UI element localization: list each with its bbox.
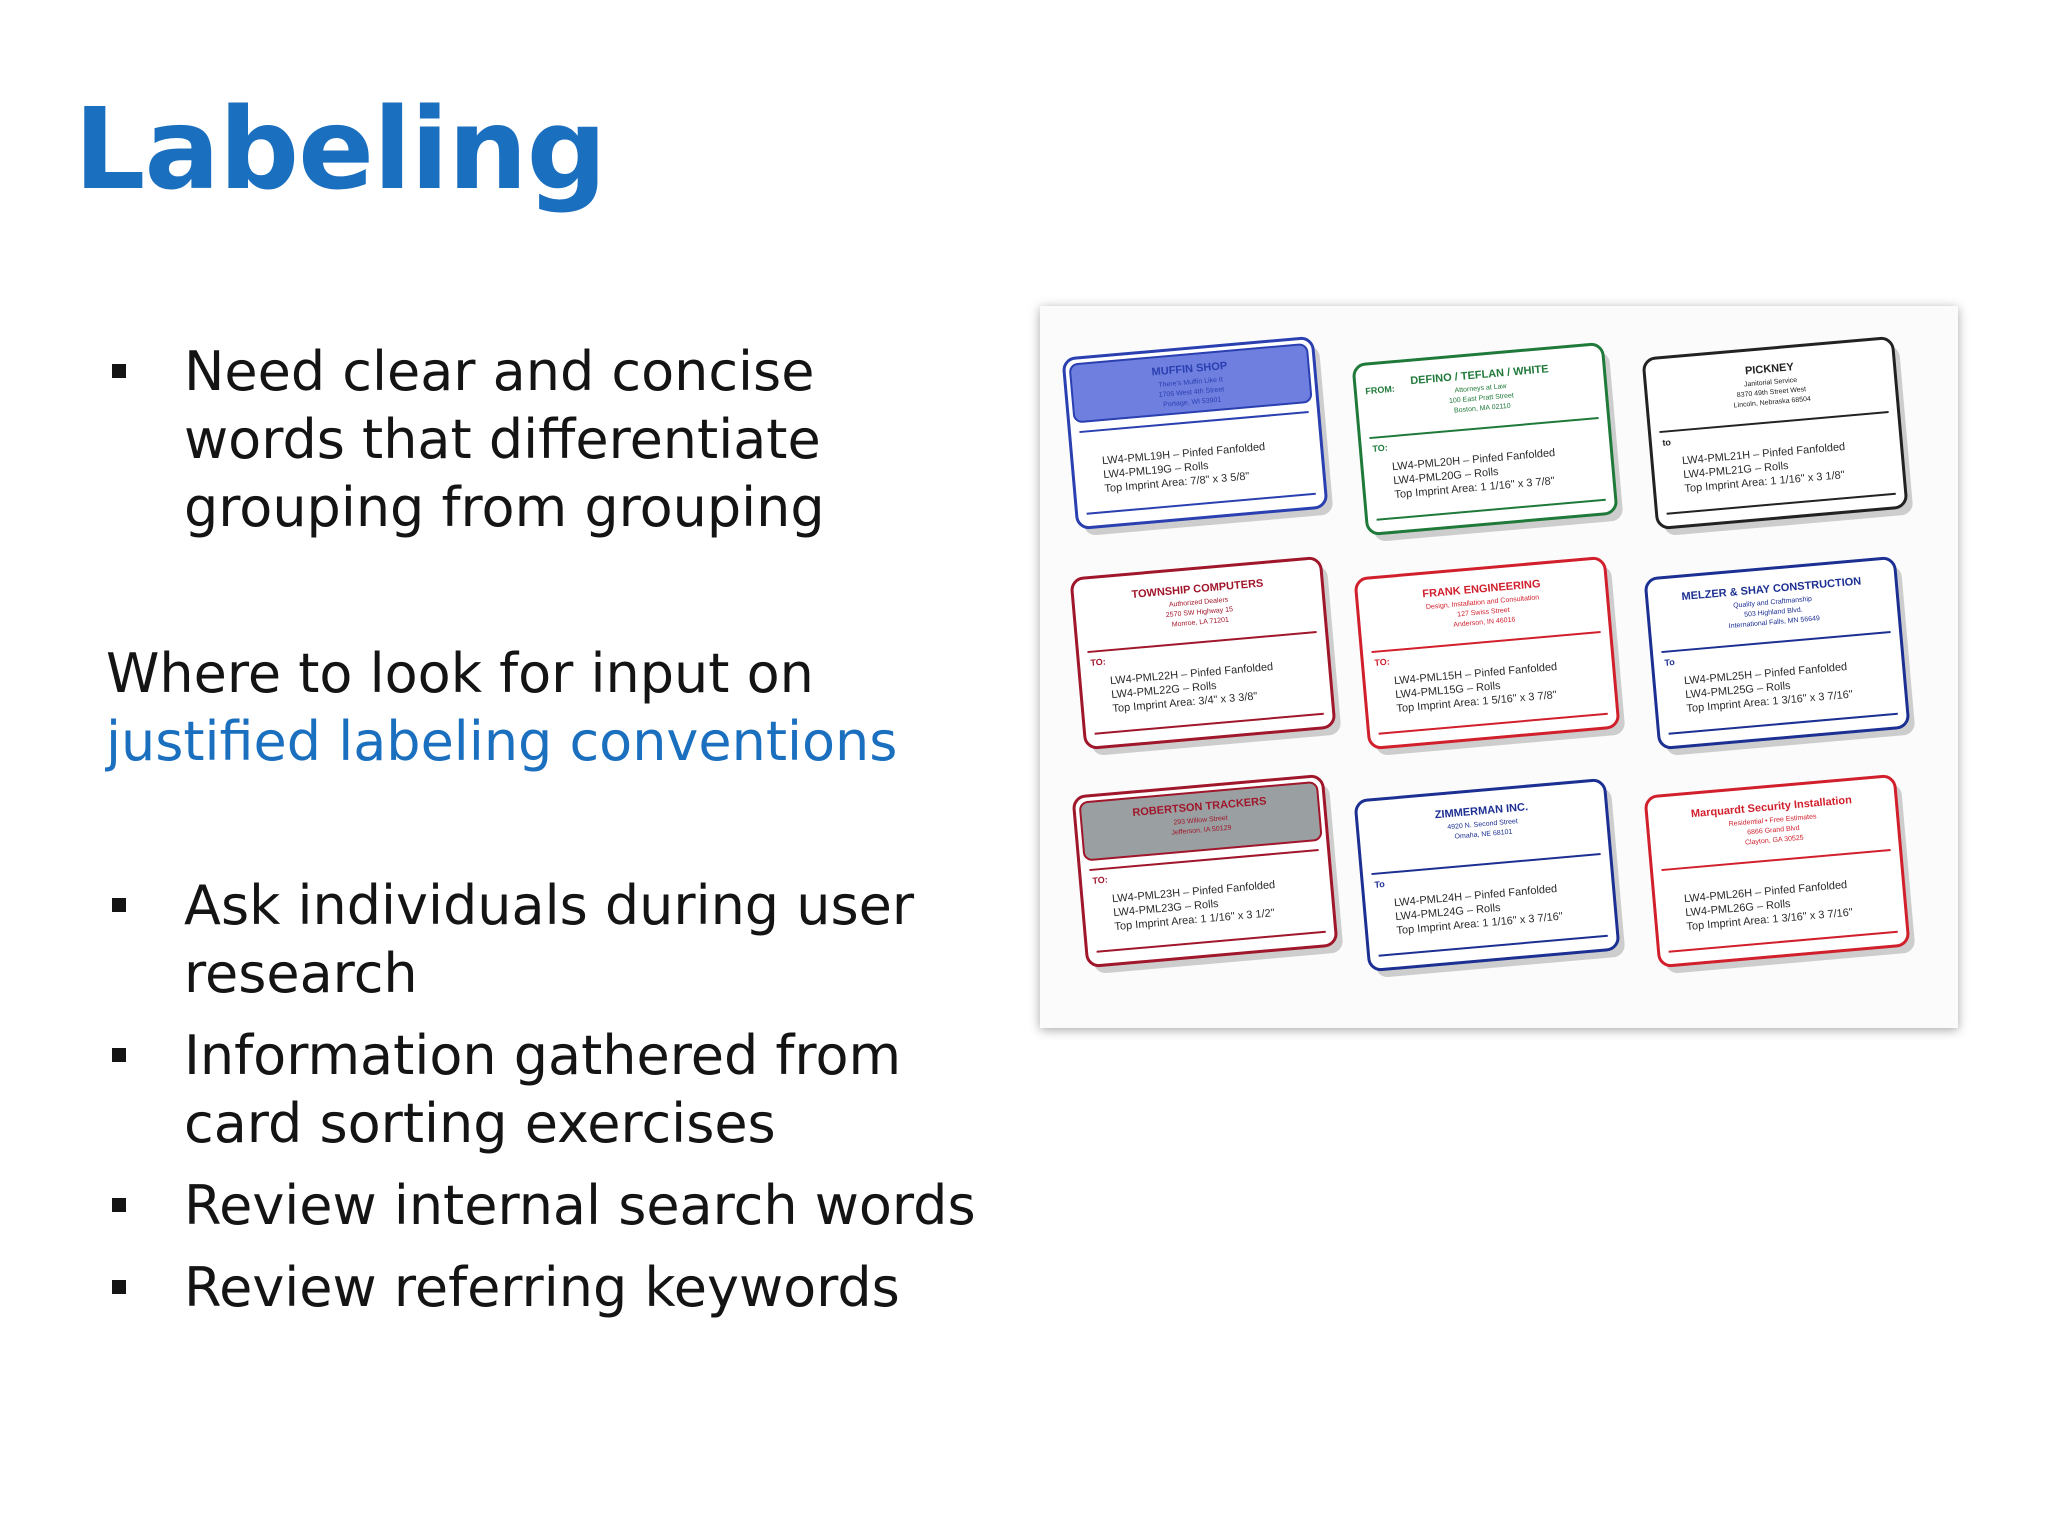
label-divider: [1089, 849, 1319, 872]
label-bottom-line: [1096, 930, 1326, 953]
label-card: [1354, 556, 1620, 750]
label-bottom-line: [1378, 712, 1608, 735]
label-company-name: PICKNEY: [1745, 361, 1795, 377]
label-card: [1642, 336, 1908, 530]
label-address-line: Boston, MA 02110: [1454, 403, 1511, 415]
bullet-text: Information gathered from card sorting e…: [184, 1024, 902, 1155]
label-bottom-line: [1668, 712, 1898, 735]
label-divider: [1661, 631, 1891, 654]
label-address-line: 6866 Grand Blvd: [1747, 825, 1800, 837]
bullet-square-icon: [112, 364, 126, 378]
bullet-list-bottom: Ask individuals during user research Inf…: [108, 872, 988, 1336]
label-to-tag: To: [1664, 657, 1676, 668]
label-to-tag: TO:: [1090, 657, 1106, 668]
label-header-band: [1069, 343, 1313, 423]
label-header-band: [1079, 781, 1323, 861]
mailing-label: ZIMMERMAN INC.4920 N. Second StreetOmaha…: [1354, 778, 1625, 978]
label-from-tag: FROM:: [1365, 384, 1395, 397]
label-address-line: Janitorial Service: [1744, 377, 1798, 389]
paragraph-text: Where to look for input on: [106, 642, 814, 705]
bullet-item: Need clear and concise words that differ…: [108, 338, 988, 542]
label-bottom-line: [1086, 492, 1316, 515]
label-card: [1352, 342, 1618, 536]
label-divider: [1661, 849, 1891, 872]
paragraph-highlight: justified labeling conventions: [106, 710, 898, 773]
label-card: [1354, 778, 1620, 972]
label-divider: [1369, 417, 1599, 440]
slide-title: Labeling: [74, 85, 607, 215]
bullet-text: Review internal search words: [184, 1174, 976, 1237]
label-bottom-line: [1668, 930, 1898, 953]
bullet-item: Information gathered from card sorting e…: [108, 1022, 988, 1158]
paragraph: Where to look for input on justified lab…: [106, 640, 1006, 776]
label-card: [1070, 556, 1336, 750]
label-bottom-line: [1376, 498, 1606, 521]
label-bottom-line: [1094, 712, 1324, 735]
label-bottom-line: [1378, 934, 1608, 957]
label-card: [1644, 774, 1910, 968]
bullet-item: Ask individuals during user research: [108, 872, 988, 1008]
label-address-line: 293 Willow Street: [1173, 815, 1228, 827]
mailing-label: Marquardt Security InstallationResidenti…: [1644, 774, 1915, 974]
bullet-square-icon: [112, 1198, 126, 1212]
label-to-tag: TO:: [1374, 657, 1390, 668]
label-address-line: Attorneys at Law: [1454, 383, 1507, 395]
bullet-item: Review internal search words: [108, 1172, 988, 1240]
label-card: [1644, 556, 1910, 750]
label-divider: [1087, 631, 1317, 654]
bullet-text: Need clear and concise words that differ…: [184, 340, 825, 539]
bullet-square-icon: [112, 1048, 126, 1062]
label-divider: [1371, 853, 1601, 876]
label-to-tag: TO:: [1372, 443, 1388, 454]
label-bottom-line: [1666, 492, 1896, 515]
label-divider: [1371, 631, 1601, 654]
bullet-text: Review referring keywords: [184, 1256, 900, 1319]
bullet-list-top: Need clear and concise words that differ…: [108, 338, 988, 542]
label-to-tag: TO:: [1092, 875, 1108, 886]
bullet-square-icon: [112, 1280, 126, 1294]
label-address-line: Monroe, LA 71201: [1172, 617, 1230, 629]
label-divider: [1079, 411, 1309, 434]
label-to-tag: To: [1374, 879, 1386, 890]
label-divider: [1659, 411, 1889, 434]
label-address-line: 127 Swiss Street: [1457, 607, 1510, 619]
bullet-square-icon: [112, 898, 126, 912]
label-to-tag: to: [1662, 437, 1672, 448]
bullet-item: Review referring keywords: [108, 1254, 988, 1322]
bullet-text: Ask individuals during user research: [184, 874, 915, 1005]
